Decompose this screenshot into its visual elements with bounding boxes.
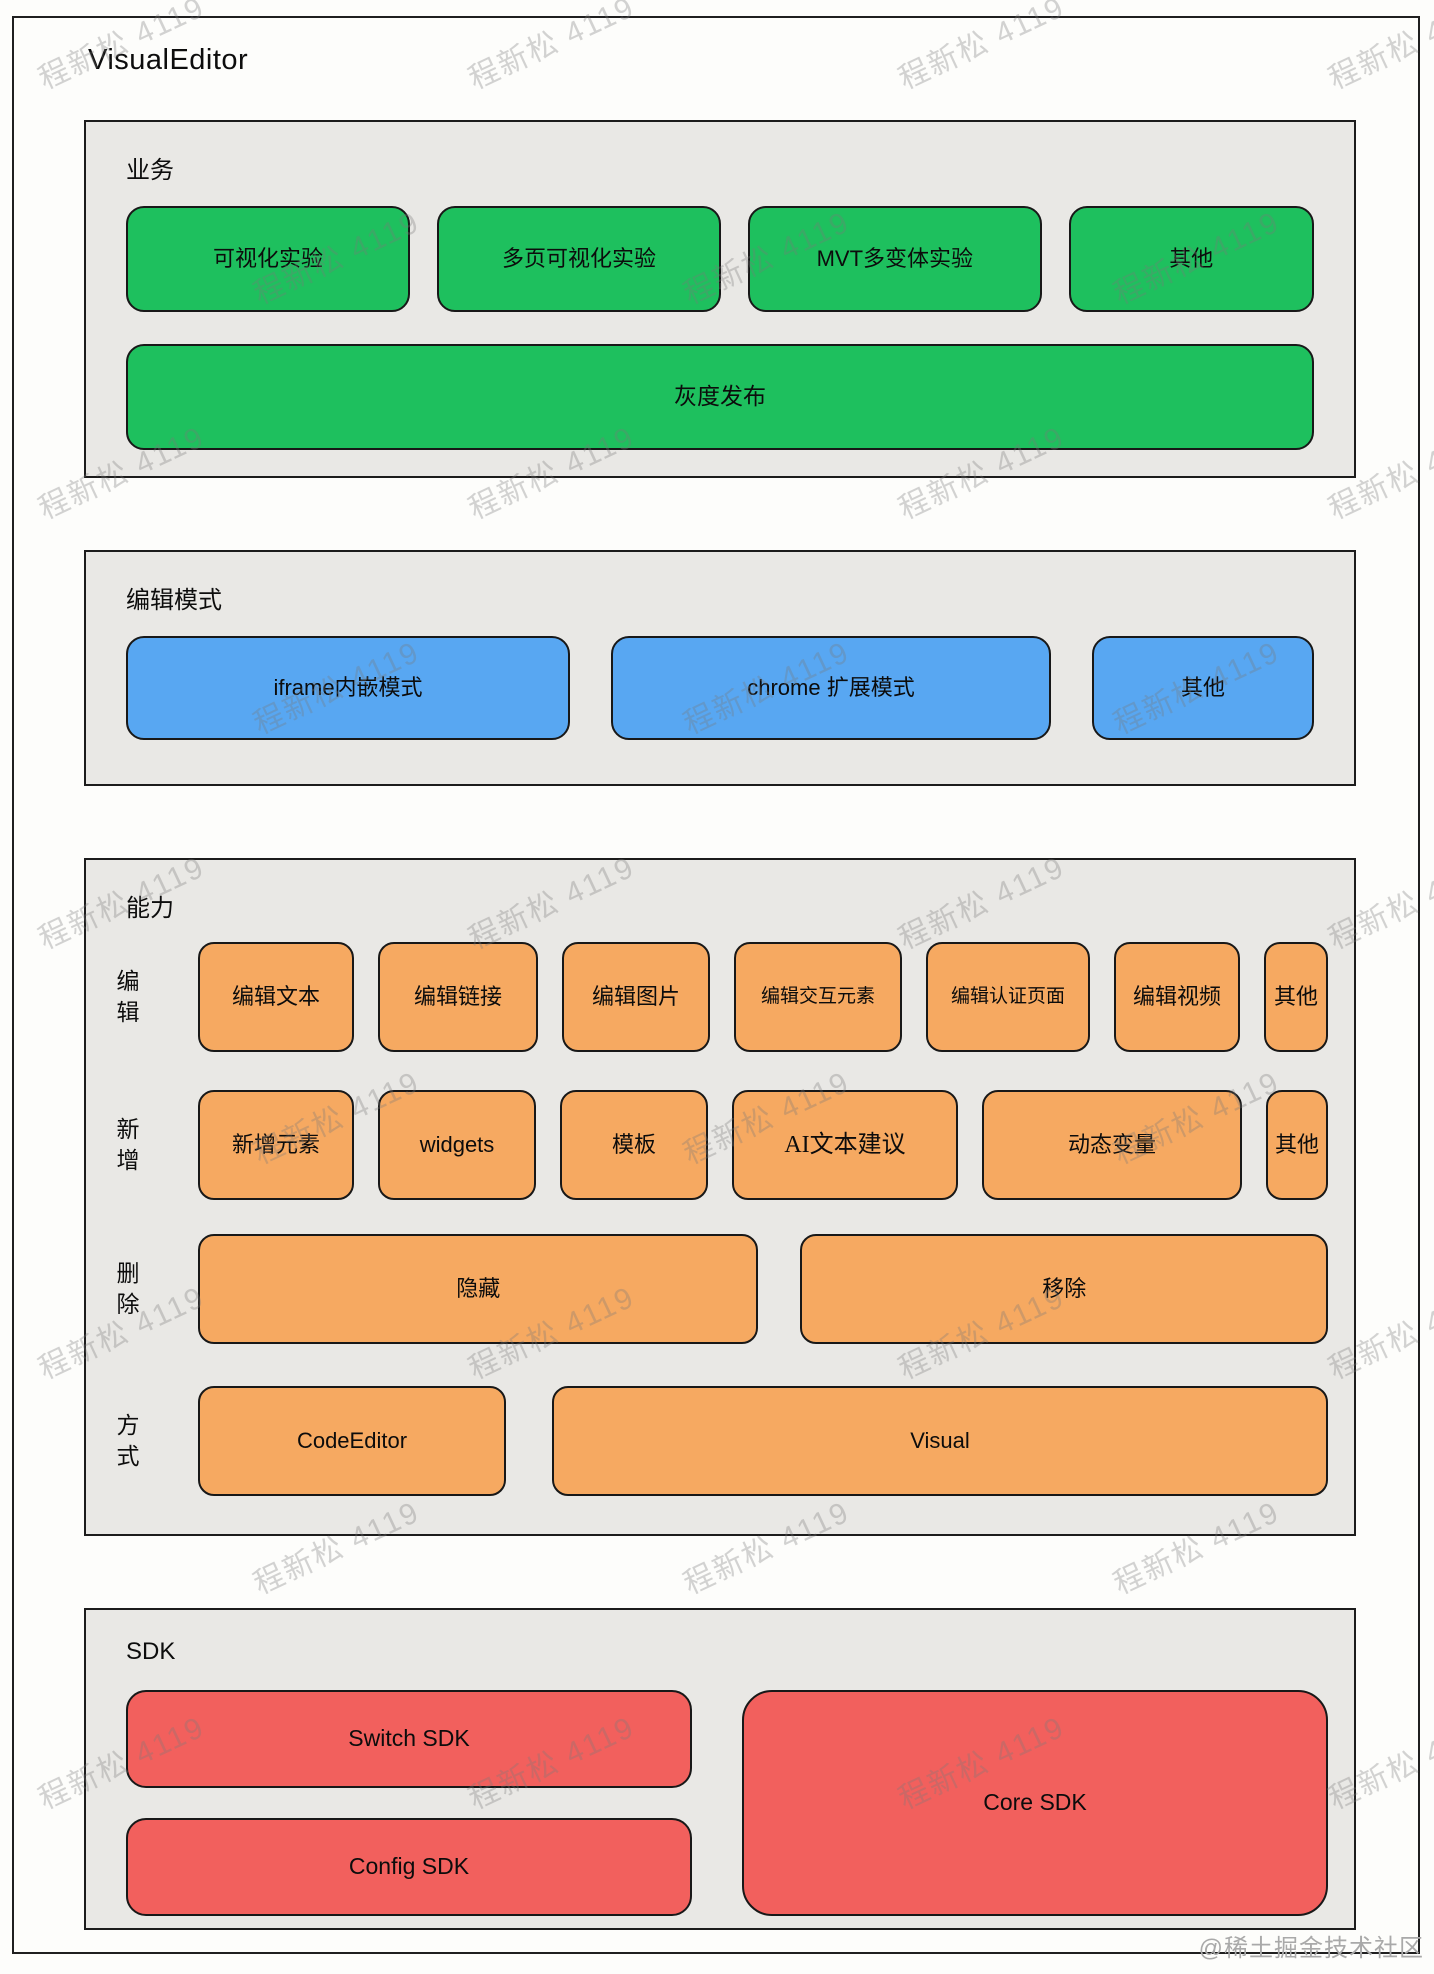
row-label-method: 方式 (116, 1411, 140, 1469)
node-business-other: 其他 (1068, 206, 1314, 312)
node-edit-interactive-element: 编辑交互元素 (734, 942, 902, 1052)
node-visual: Visual (552, 1386, 1328, 1496)
node-config-sdk: Config SDK (126, 1818, 692, 1916)
edit-mode-node-row: iframe内嵌模式 chrome 扩展模式 其他 (126, 636, 1314, 740)
node-ai-text-suggestion: AI文本建议 (732, 1090, 958, 1200)
row-edit-nodes: 编辑文本 编辑链接 编辑图片 编辑交互元素 编辑认证页面 编辑视频 其他 (198, 942, 1328, 1052)
node-edit-image: 编辑图片 (562, 942, 710, 1052)
node-widgets: widgets (378, 1090, 536, 1200)
node-visual-experiment: 可视化实验 (126, 206, 410, 312)
node-core-sdk: Core SDK (742, 1690, 1328, 1916)
sdk-node-grid: Switch SDK Config SDK Core SDK (126, 1690, 1328, 1916)
row-label-edit: 编辑 (116, 967, 140, 1025)
capability-row-method: 方式 CodeEditor Visual (114, 1386, 1328, 1496)
section-capability-label: 能力 (126, 895, 174, 922)
row-add-nodes: 新增元素 widgets 模板 AI文本建议 动态变量 其他 (198, 1090, 1328, 1200)
node-edit-text: 编辑文本 (198, 942, 354, 1052)
node-edit-link: 编辑链接 (378, 942, 538, 1052)
node-add-other: 其他 (1266, 1090, 1328, 1200)
node-switch-sdk: Switch SDK (126, 1690, 692, 1788)
node-iframe-embed-mode: iframe内嵌模式 (126, 636, 570, 740)
outer-frame (12, 16, 1420, 1954)
row-label-add: 新增 (116, 1115, 140, 1173)
section-business: 业务 可视化实验 多页可视化实验 MVT多变体实验 其他 灰度发布 (84, 120, 1356, 478)
node-template: 模板 (560, 1090, 708, 1200)
node-edit-auth-page: 编辑认证页面 (926, 942, 1090, 1052)
sdk-left-column: Switch SDK Config SDK (126, 1690, 692, 1916)
section-capability: 能力 编辑 编辑文本 编辑链接 编辑图片 编辑交互元素 编辑认证页面 编辑视频 … (84, 858, 1356, 1536)
row-label-delete: 删除 (116, 1259, 140, 1317)
section-edit-mode-label: 编辑模式 (126, 587, 222, 614)
node-chrome-extension-mode: chrome 扩展模式 (611, 636, 1051, 740)
row-delete-nodes: 隐藏 移除 (198, 1234, 1328, 1344)
credit-text: @稀土掘金技术社区 (1198, 1935, 1424, 1962)
node-hide: 隐藏 (198, 1234, 759, 1344)
node-dynamic-variable: 动态变量 (982, 1090, 1242, 1200)
section-business-label: 业务 (126, 157, 174, 184)
section-sdk: SDK Switch SDK Config SDK Core SDK (84, 1608, 1356, 1930)
node-mvt-experiment: MVT多变体实验 (747, 206, 1042, 312)
section-edit-mode: 编辑模式 iframe内嵌模式 chrome 扩展模式 其他 (84, 550, 1356, 786)
node-remove: 移除 (800, 1234, 1328, 1344)
node-code-editor: CodeEditor (198, 1386, 506, 1496)
section-sdk-label: SDK (126, 1638, 176, 1665)
node-add-element: 新增元素 (198, 1090, 354, 1200)
page-title: VisualEditor (88, 44, 249, 76)
node-multipage-visual-experiment: 多页可视化实验 (436, 206, 721, 312)
node-edit-other: 其他 (1264, 942, 1328, 1052)
node-edit-video: 编辑视频 (1114, 942, 1240, 1052)
node-gray-release: 灰度发布 (126, 344, 1314, 450)
row-method-nodes: CodeEditor Visual (198, 1386, 1328, 1496)
business-node-row: 可视化实验 多页可视化实验 MVT多变体实验 其他 (126, 206, 1314, 312)
capability-row-edit: 编辑 编辑文本 编辑链接 编辑图片 编辑交互元素 编辑认证页面 编辑视频 其他 (114, 942, 1328, 1052)
capability-row-add: 新增 新增元素 widgets 模板 AI文本建议 动态变量 其他 (114, 1090, 1328, 1200)
capability-row-delete: 删除 隐藏 移除 (114, 1234, 1328, 1344)
node-edit-mode-other: 其他 (1092, 636, 1314, 740)
